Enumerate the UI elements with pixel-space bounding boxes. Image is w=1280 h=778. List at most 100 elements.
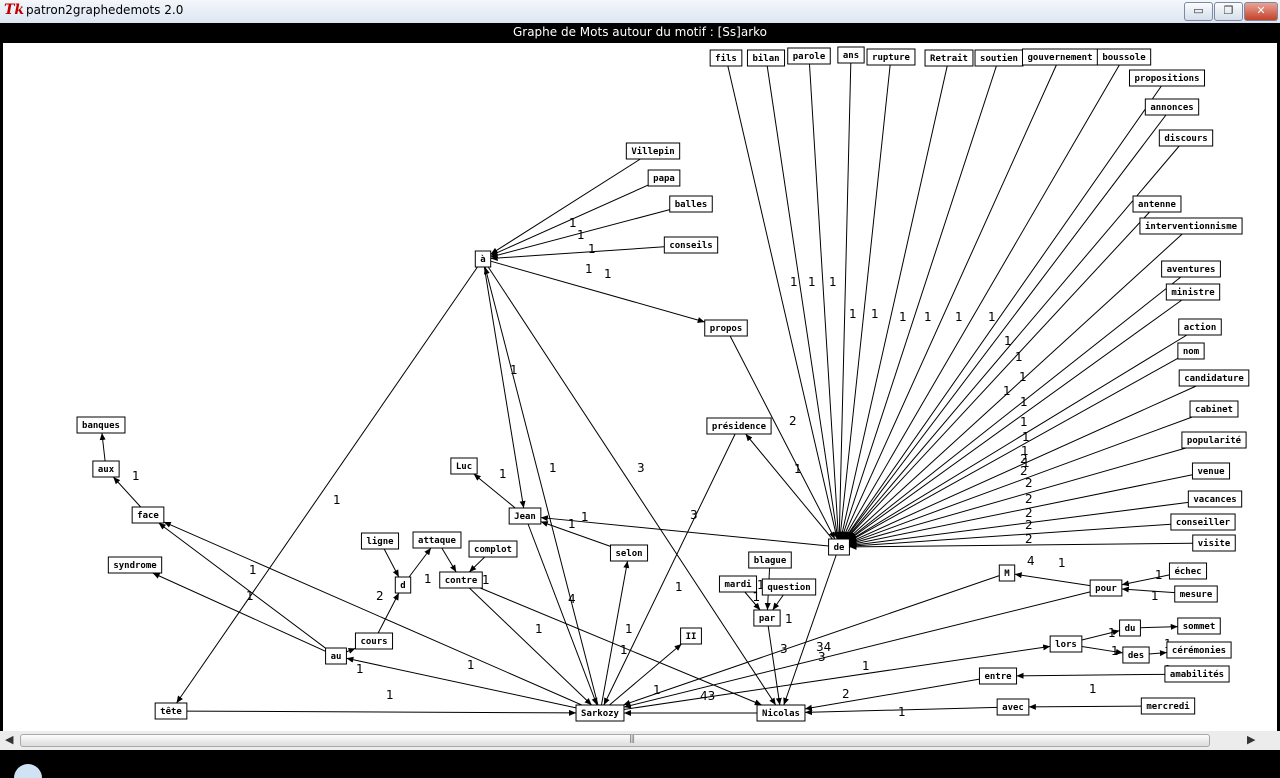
- graph-node-question[interactable]: question: [761, 578, 817, 596]
- edge-weight-label: 1: [898, 705, 906, 719]
- graph-node-gouvernement[interactable]: gouvernement: [1021, 48, 1099, 66]
- graph-edge-a-propos: [490, 260, 705, 323]
- graph-node-presidence[interactable]: présidence: [706, 417, 772, 435]
- graph-node-vacances[interactable]: vacances: [1187, 490, 1243, 508]
- node-label: du: [1125, 624, 1136, 634]
- graph-node-candidature[interactable]: candidature: [1178, 369, 1250, 387]
- graph-node-Sarkozy[interactable]: Sarkozy: [575, 704, 625, 722]
- node-label: blague: [754, 556, 787, 566]
- graph-edge-cours-d: [377, 592, 400, 634]
- node-box: [828, 538, 850, 556]
- graph-node-ans[interactable]: ans: [837, 46, 865, 64]
- graph-node-conseiller[interactable]: conseiller: [1170, 513, 1236, 531]
- graph-node-discours[interactable]: discours: [1158, 129, 1214, 147]
- edge-weight-label: 1: [653, 683, 661, 697]
- graph-node-Jean[interactable]: Jean: [508, 507, 542, 525]
- graph-node-a[interactable]: à: [474, 250, 492, 268]
- graph-node-de[interactable]: de: [828, 538, 850, 556]
- graph-node-tete[interactable]: tête: [154, 702, 188, 720]
- graph-node-au[interactable]: au: [325, 647, 347, 665]
- graph-node-soutien[interactable]: soutien: [974, 49, 1024, 67]
- maximize-button[interactable]: ❐: [1214, 2, 1243, 21]
- graph-node-bilan[interactable]: bilan: [746, 49, 786, 67]
- graph-node-fils[interactable]: fils: [709, 49, 743, 67]
- minimize-button[interactable]: ▭: [1184, 2, 1213, 21]
- graph-node-sommet[interactable]: sommet: [1177, 617, 1221, 635]
- node-box: [412, 531, 462, 549]
- graph-node-mardi[interactable]: mardi: [718, 575, 758, 593]
- graph-node-complot[interactable]: complot: [468, 540, 518, 558]
- graph-node-Luc[interactable]: Luc: [450, 457, 478, 475]
- graph-node-aux[interactable]: aux: [92, 460, 120, 478]
- graph-node-aventures[interactable]: aventures: [1161, 260, 1221, 278]
- graph-node-face[interactable]: face: [131, 506, 165, 524]
- graph-node-popularite[interactable]: popularité: [1181, 431, 1247, 449]
- graph-node-Retrait[interactable]: Retrait: [924, 49, 974, 67]
- graph-node-pour[interactable]: pour: [1089, 579, 1123, 597]
- graph-node-amabilites[interactable]: amabilités: [1164, 665, 1230, 683]
- graph-node-banques[interactable]: banques: [76, 416, 126, 434]
- graph-node-des[interactable]: des: [1122, 646, 1150, 664]
- graph-node-ligne[interactable]: ligne: [360, 532, 400, 550]
- node-label: annonces: [1150, 103, 1193, 113]
- node-label: papa: [653, 174, 675, 184]
- graph-node-action[interactable]: action: [1178, 318, 1222, 336]
- graph-node-avec[interactable]: avec: [996, 698, 1030, 716]
- graph-node-propositions[interactable]: propositions: [1128, 69, 1206, 87]
- graph-node-attaque[interactable]: attaque: [412, 531, 462, 549]
- node-box: [508, 507, 542, 525]
- graph-node-annonces[interactable]: annonces: [1144, 98, 1200, 116]
- horizontal-scrollbar[interactable]: ◀ ||| ▶: [0, 731, 1280, 750]
- graph-node-M[interactable]: M: [998, 564, 1016, 582]
- graph-node-II[interactable]: II: [680, 627, 702, 645]
- node-box: [1178, 369, 1250, 387]
- close-button[interactable]: ✕: [1244, 2, 1278, 21]
- graph-node-interventionnisme[interactable]: interventionnisme: [1139, 217, 1243, 235]
- graph-node-echec[interactable]: échec: [1168, 562, 1208, 580]
- graph-node-cours[interactable]: cours: [354, 632, 394, 650]
- graph-node-ministre[interactable]: ministre: [1165, 283, 1221, 301]
- node-label: sommet: [1183, 622, 1216, 632]
- scroll-right-arrow-icon[interactable]: ▶: [1247, 733, 1256, 746]
- node-box: [1161, 260, 1221, 278]
- graph-node-propos[interactable]: propos: [704, 319, 748, 337]
- graph-node-parole[interactable]: parole: [787, 47, 831, 65]
- graph-node-contre[interactable]: contre: [439, 571, 483, 589]
- graph-node-lors[interactable]: lors: [1049, 635, 1083, 653]
- graph-node-rupture[interactable]: rupture: [866, 48, 916, 66]
- edge-weight-label: 2: [1025, 518, 1033, 532]
- graph-node-antenne[interactable]: antenne: [1132, 195, 1182, 213]
- graph-node-nom[interactable]: nom: [1177, 342, 1205, 360]
- graph-edge-Jean-Sarkozy: [527, 523, 598, 706]
- graph-node-syndrome[interactable]: syndrome: [107, 556, 163, 574]
- graph-node-papa[interactable]: papa: [647, 169, 681, 187]
- graph-node-conseils[interactable]: conseils: [663, 236, 719, 254]
- edge-weight-label: 1: [1155, 568, 1163, 582]
- scroll-left-arrow-icon[interactable]: ◀: [5, 733, 14, 746]
- graph-edge-contre-Sarkozy: [469, 587, 592, 706]
- graph-node-Nicolas[interactable]: Nicolas: [756, 704, 806, 722]
- graph-node-par[interactable]: par: [753, 609, 781, 627]
- scrollbar-thumb[interactable]: |||: [20, 734, 1210, 747]
- graph-node-Villepin[interactable]: Villepin: [625, 142, 681, 160]
- node-label: Nicolas: [762, 708, 800, 719]
- graph-edge-question-par: [772, 594, 784, 611]
- graph-node-entre[interactable]: entre: [978, 667, 1018, 685]
- node-box: [1177, 342, 1205, 360]
- graph-node-ceremonies[interactable]: cérémonies: [1166, 641, 1232, 659]
- graph-node-cabinet[interactable]: cabinet: [1189, 400, 1239, 418]
- graph-node-venue[interactable]: venue: [1191, 462, 1231, 480]
- graph-node-selon[interactable]: selon: [609, 544, 649, 562]
- node-label: selon: [615, 549, 642, 559]
- graph-node-mercredi[interactable]: mercredi: [1140, 697, 1196, 715]
- graph-node-du[interactable]: du: [1119, 619, 1141, 637]
- graph-node-mesure[interactable]: mesure: [1174, 585, 1218, 603]
- node-box: [394, 576, 412, 594]
- graph-node-blague[interactable]: blague: [748, 551, 792, 569]
- graph-edge-avec-Nicolas: [804, 706, 998, 716]
- graph-node-d[interactable]: d: [394, 576, 412, 594]
- graph-node-boussole[interactable]: boussole: [1096, 48, 1152, 66]
- graph-node-visite[interactable]: visite: [1192, 534, 1236, 552]
- graph-node-balles[interactable]: balles: [669, 195, 713, 213]
